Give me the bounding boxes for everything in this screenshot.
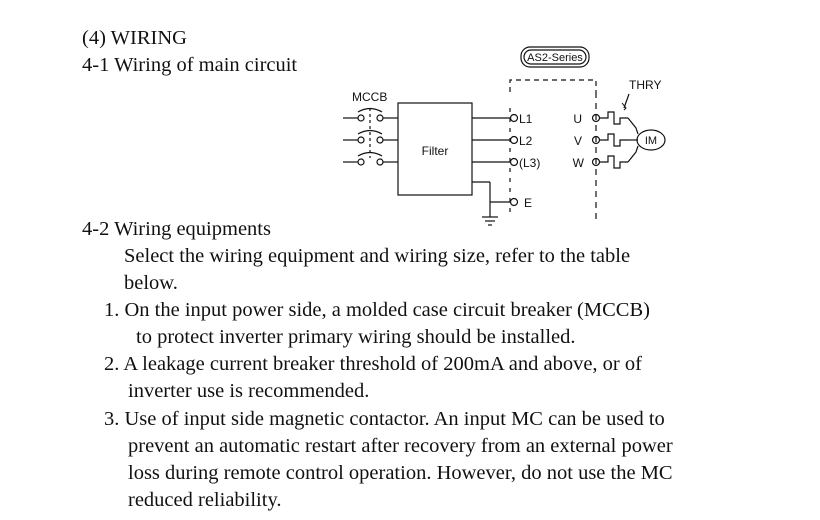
- item-3-line-3: loss during remote control operation. Ho…: [128, 462, 673, 484]
- subsection-heading-equipments: 4-2 Wiring equipments: [82, 218, 271, 240]
- output-v-label: V: [574, 134, 582, 148]
- mccb-contacts: [343, 107, 398, 166]
- item-1-line-2: to protect inverter primary wiring shoul…: [136, 326, 576, 348]
- mccb-label: MCCB: [352, 90, 387, 104]
- item-1-line-1: 1. On the input power side, a molded cas…: [104, 299, 650, 321]
- section-heading: (4) WIRING: [82, 27, 187, 49]
- terminal-w: [591, 157, 601, 167]
- terminal-l3: [509, 157, 519, 167]
- terminal-e-label: E: [524, 196, 532, 210]
- item-3-line-1: 3. Use of input side magnetic contactor.…: [104, 408, 665, 430]
- terminal-l1: [509, 113, 519, 123]
- terminal-l2: [509, 135, 519, 145]
- filter-box: [397, 102, 473, 196]
- series-badge-label: AS2-Series: [527, 52, 583, 64]
- terminal-l3-label: (L3): [519, 156, 540, 170]
- subsection-heading-main-circuit: 4-1 Wiring of main circuit: [82, 54, 298, 76]
- series-badge-inner: [523, 49, 587, 65]
- terminal-u: [591, 113, 601, 123]
- item-3-line-4: reduced reliability.: [128, 489, 282, 511]
- item-2-line-1: 2. A leakage current breaker threshold o…: [104, 353, 642, 375]
- thermal-relay: [600, 93, 630, 169]
- terminal-l1-label: L1: [519, 112, 533, 126]
- motor-icon: [636, 129, 666, 151]
- terminal-e: [509, 197, 519, 207]
- inverter-boundary-top: [509, 79, 597, 92]
- output-w-label: W: [573, 156, 585, 170]
- filter-label: Filter: [422, 144, 449, 158]
- thry-label: THRY: [629, 78, 661, 92]
- series-badge-outer: [520, 46, 590, 68]
- intro-line-1: Select the wiring equipment and wiring s…: [124, 245, 631, 267]
- item-2-line-2: inverter use is recommended.: [128, 380, 370, 402]
- terminal-l2-label: L2: [519, 134, 533, 148]
- ground-icon: [482, 216, 498, 226]
- motor-label: IM: [645, 135, 657, 147]
- terminal-v: [591, 135, 601, 145]
- intro-line-2: below.: [124, 272, 178, 294]
- output-u-label: U: [573, 112, 582, 126]
- item-3-line-2: prevent an automatic restart after recov…: [128, 435, 673, 457]
